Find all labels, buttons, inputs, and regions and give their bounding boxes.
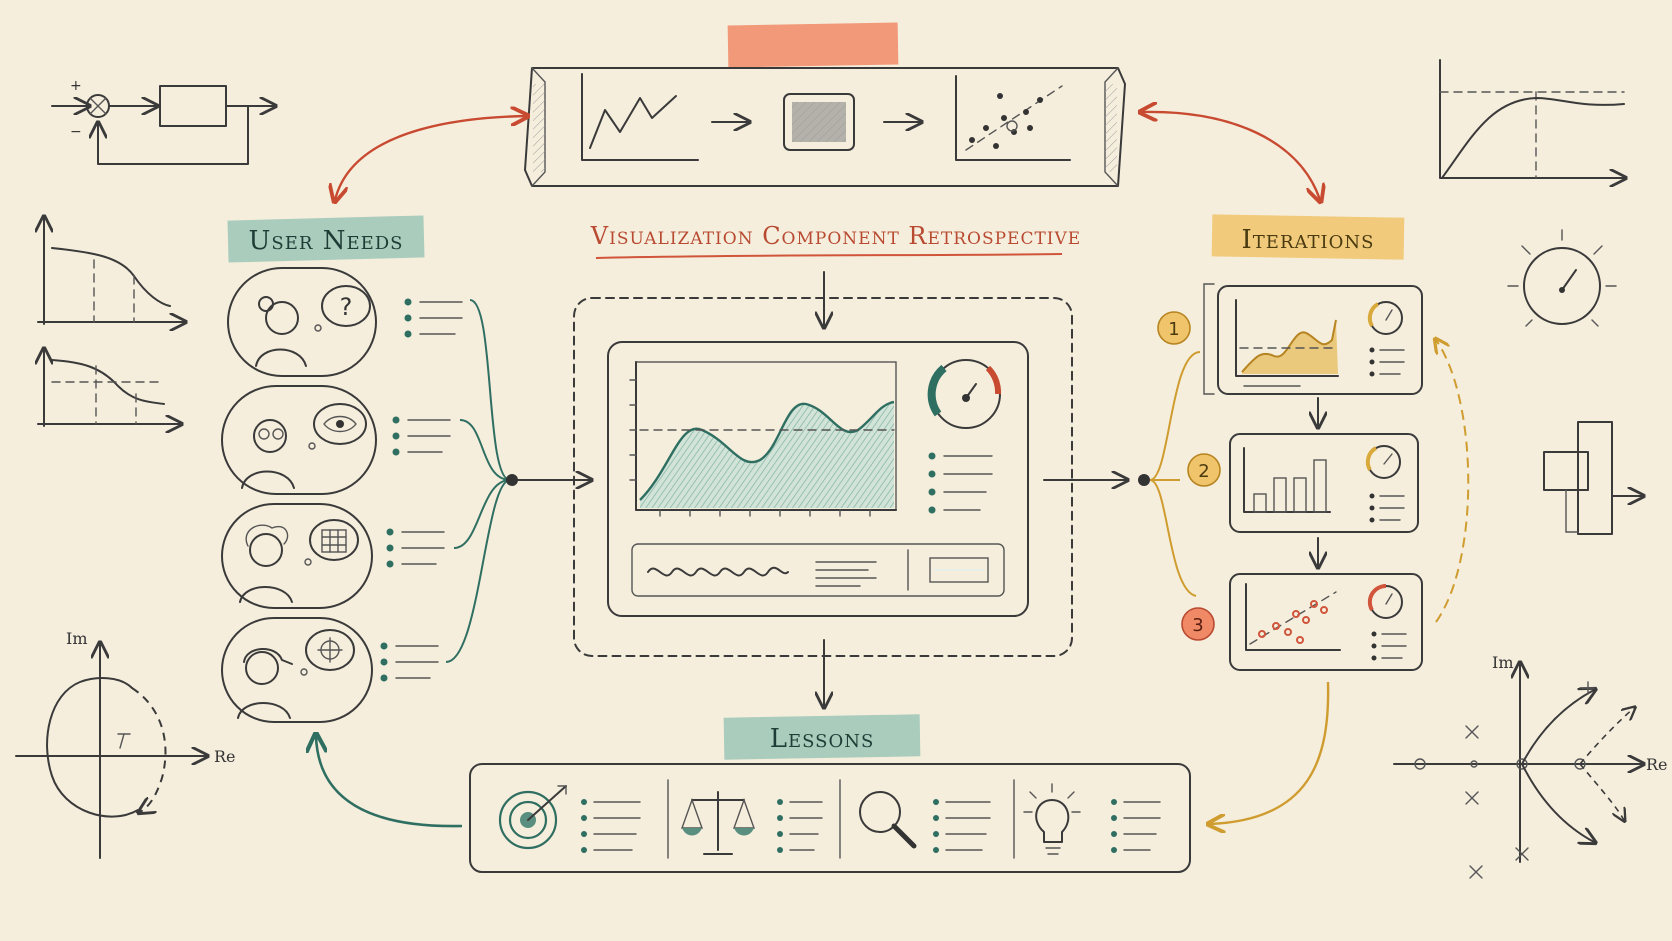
pipeline-processor-icon	[783, 93, 855, 151]
gauge-icon	[1367, 583, 1403, 619]
user-card	[221, 617, 373, 723]
svg-text:Iterations: Iterations	[1242, 225, 1375, 255]
svg-text:−: −	[70, 124, 82, 140]
crosshair-icon	[300, 629, 355, 676]
iterations-label: Iterations	[1211, 214, 1405, 260]
dashboard-bullets	[928, 452, 936, 514]
text-lines-icon	[815, 561, 877, 587]
gauge-icon	[927, 359, 1002, 429]
eye-icon	[308, 403, 367, 450]
nyquist-sketch: Im Re	[15, 629, 236, 859]
user-avatar-glasses	[241, 419, 295, 489]
svg-text:2: 2	[1198, 461, 1209, 482]
question-icon: ?	[314, 285, 371, 332]
grid-icon	[304, 519, 359, 566]
svg-text:?: ?	[340, 293, 353, 321]
root-locus-sketch: Im Re	[1393, 653, 1668, 879]
pipeline-banner	[524, 22, 1126, 187]
svg-text:Im: Im	[1492, 653, 1514, 672]
user-card	[221, 503, 373, 609]
pipeline-line-chart-icon	[581, 73, 699, 161]
svg-text:User Needs: User Needs	[249, 226, 404, 256]
user-card: ?	[227, 267, 377, 377]
scale-icon	[681, 791, 755, 855]
iterations-column: 1 2 3	[1157, 283, 1470, 671]
svg-text:Re: Re	[1646, 755, 1668, 774]
lightbulb-icon	[1023, 783, 1081, 855]
iteration-badge-1: 1	[1157, 311, 1191, 345]
lessons-label: Lessons	[723, 714, 921, 760]
bode-plot-sketch	[38, 218, 184, 426]
gauge-icon	[1365, 445, 1401, 479]
iteration-badge-2: 2	[1187, 453, 1221, 487]
central-dashboard	[573, 271, 1073, 706]
user-needs-bullets	[380, 298, 412, 682]
iteration-card	[1217, 285, 1423, 395]
gauge-icon	[1367, 301, 1403, 335]
magnifier-icon	[859, 791, 917, 849]
dial-knob-sketch	[1507, 229, 1617, 327]
pipeline-scatter-chart-icon	[955, 75, 1071, 161]
signal-block-sketch	[1543, 421, 1642, 535]
step-response-sketch	[1439, 59, 1624, 178]
iteration-badge-3: 3	[1181, 607, 1215, 641]
wave-sparkline-icon	[647, 566, 789, 577]
user-needs-column: ?	[221, 267, 590, 723]
svg-text:+: +	[70, 78, 82, 94]
user-avatar-curly	[239, 524, 293, 603]
iteration-card	[1229, 433, 1419, 533]
svg-text:Re: Re	[214, 747, 236, 766]
user-card	[221, 385, 377, 495]
page-title: Visualization Component Retrospective	[590, 222, 1081, 259]
svg-text:Im: Im	[66, 629, 88, 648]
svg-text:3: 3	[1192, 615, 1203, 636]
user-avatar-cap	[237, 648, 293, 719]
svg-text:Visualization Component Retros: Visualization Component Retrospective	[590, 222, 1081, 250]
user-avatar-woman	[255, 296, 307, 367]
svg-text:Lessons: Lessons	[770, 724, 875, 754]
iteration-card	[1229, 573, 1423, 671]
svg-text:1: 1	[1168, 319, 1179, 340]
feedback-block-diagram: + −	[51, 78, 274, 165]
target-icon	[498, 785, 567, 850]
user-needs-label: User Needs	[227, 215, 425, 263]
main-area-chart	[629, 361, 897, 517]
filled-bar-icon	[929, 557, 989, 583]
lessons-panel	[469, 763, 1191, 873]
